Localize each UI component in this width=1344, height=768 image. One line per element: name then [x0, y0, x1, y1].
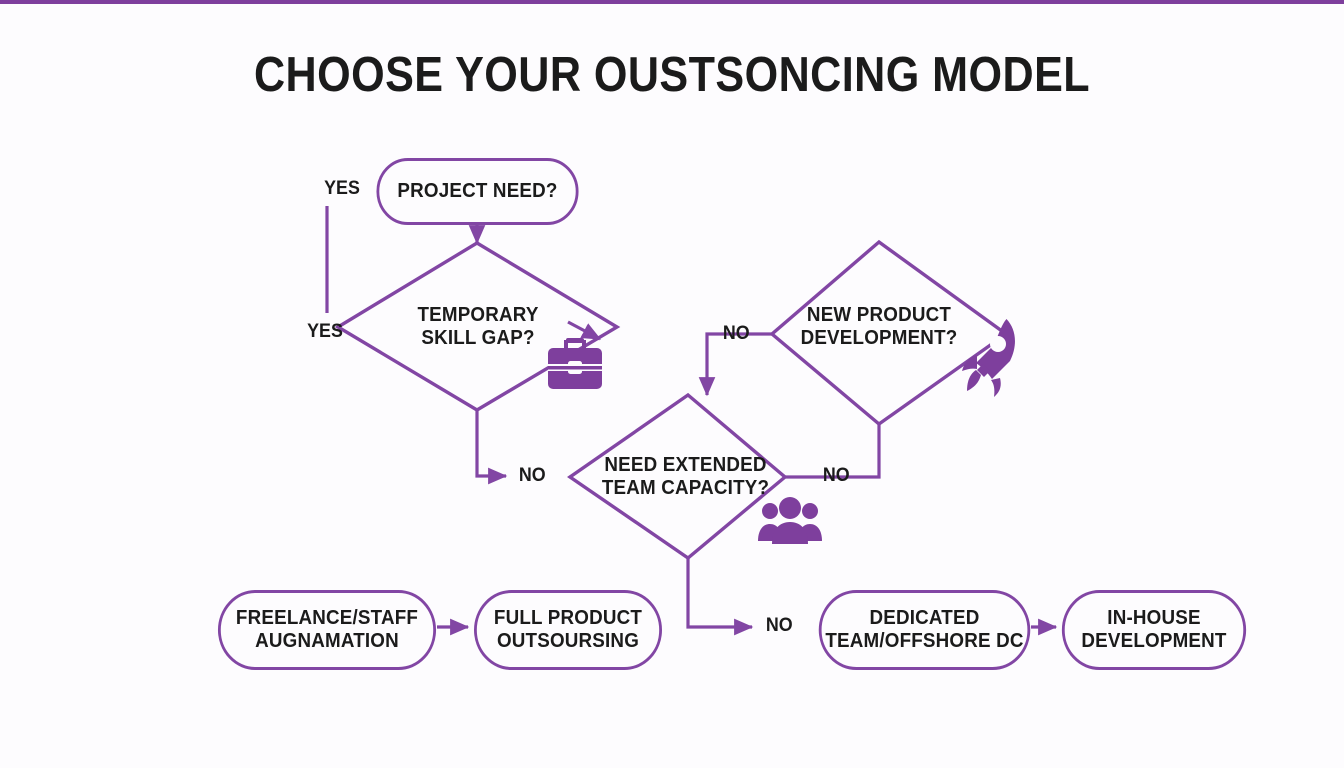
- top-accent-bar: [0, 0, 1344, 4]
- edge-label-yes-top: YES: [324, 178, 360, 199]
- connector-skillgap-no-to-capacity: [475, 410, 508, 485]
- diamond-temporary-skill-gap: [334, 241, 621, 412]
- node-freelance-label-2: AUGNAMATION: [255, 630, 399, 652]
- node-freelance-label-1: FREELANCE/STAFF: [235, 606, 419, 629]
- node-dedicated-team-label-2: TEAM/OFFSHORE DC: [825, 630, 1024, 652]
- node-in-house-label-1: IN-HOUSE: [1107, 606, 1201, 629]
- edge-label-no-skill-gap: NO: [518, 465, 546, 486]
- node-dedicated-team-label-1: DEDICATED: [869, 606, 980, 629]
- node-in-house-development[interactable]: IN-HOUSE DEVELOPMENT: [1061, 590, 1247, 670]
- node-in-house-label-2: DEVELOPMENT: [1081, 630, 1227, 652]
- connector-skillgap-to-briefcase: [567, 320, 602, 341]
- diamond-new-product-development: [769, 239, 1009, 427]
- node-full-product-outsourcing[interactable]: FULL PRODUCT OUTSOURSING: [474, 590, 662, 670]
- edge-label-no-new-product: NO: [722, 323, 750, 344]
- edge-label-no-team-capacity-bottom: NO: [765, 615, 793, 636]
- node-project-need-label: PROJECT NEED?: [397, 179, 558, 202]
- briefcase-icon: [548, 338, 602, 389]
- diamond-need-extended-team-capacity: [567, 392, 788, 561]
- node-dedicated-team-offshore-dc[interactable]: DEDICATED TEAM/OFFSHORE DC: [818, 590, 1031, 670]
- node-full-product-label-1: FULL PRODUCT: [493, 606, 643, 629]
- edge-label-yes-left: YES: [307, 321, 343, 342]
- node-project-need[interactable]: PROJECT NEED?: [376, 158, 579, 225]
- rocket-icon: [962, 319, 1015, 397]
- edge-label-no-team-capacity-right: NO: [822, 465, 850, 486]
- page-title: CHOOSE YOUR OUSTSONCING MODEL: [253, 48, 1091, 102]
- connector-capacity-no-to-newproduct: [785, 424, 881, 479]
- connector-capacity-no-to-dedicated: [686, 558, 754, 636]
- node-full-product-label-2: OUTSOURSING: [496, 630, 640, 652]
- team-people-icon: [758, 497, 822, 544]
- connector-newproduct-no-to-capacity: [698, 332, 772, 397]
- node-freelance-staff-augmentation[interactable]: FREELANCE/STAFF AUGNAMATION: [217, 590, 437, 670]
